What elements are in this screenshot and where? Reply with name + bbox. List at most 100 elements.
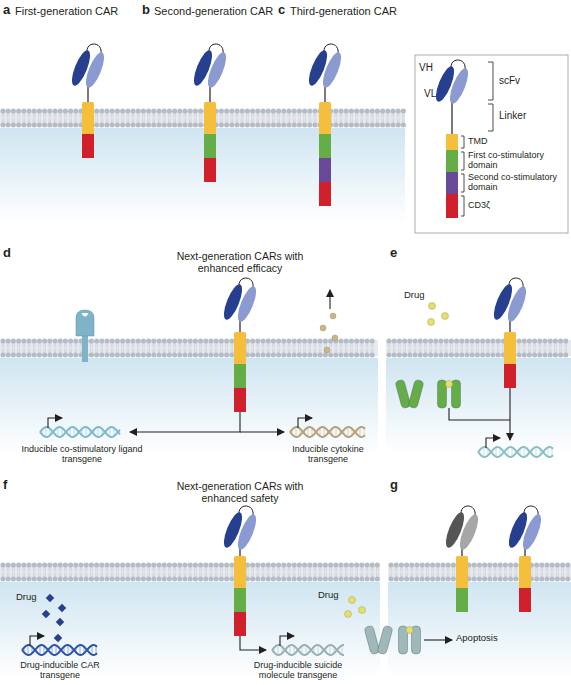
lipid-head bbox=[344, 577, 349, 582]
lipid-head bbox=[485, 353, 490, 358]
lipid-head bbox=[271, 339, 276, 344]
lipid-head bbox=[120, 339, 125, 344]
lipid-head bbox=[287, 109, 292, 114]
lipid-head bbox=[32, 123, 37, 128]
lipid-head bbox=[558, 353, 563, 358]
lipid-head bbox=[449, 353, 454, 358]
lipid-head bbox=[553, 353, 558, 358]
lipid-head bbox=[16, 109, 21, 114]
dna-strand bbox=[290, 427, 365, 437]
promoter-arrow bbox=[298, 418, 312, 428]
lipid-head bbox=[125, 109, 130, 114]
lipid-head bbox=[53, 563, 58, 568]
dna-transgene bbox=[478, 438, 553, 457]
lipid-head bbox=[487, 563, 492, 568]
bracket bbox=[488, 104, 493, 131]
lipid-head bbox=[271, 123, 276, 128]
dna-strand bbox=[478, 447, 553, 457]
lipid-head bbox=[261, 109, 266, 114]
lipid-head bbox=[141, 353, 146, 358]
lipid-head bbox=[271, 563, 276, 568]
transgene-label: Drug-inducible CAR transgene bbox=[5, 660, 115, 681]
lipid-head bbox=[344, 339, 349, 344]
lipid-tails bbox=[388, 343, 566, 353]
bracket bbox=[461, 152, 464, 170]
lipid-head bbox=[146, 339, 151, 344]
lipid-head bbox=[439, 339, 444, 344]
lipid-head bbox=[193, 577, 198, 582]
lipid-head bbox=[188, 109, 193, 114]
lipid-head bbox=[110, 577, 115, 582]
lipid-head bbox=[32, 353, 37, 358]
lipid-head bbox=[167, 123, 172, 128]
lipid-head bbox=[250, 577, 255, 582]
lipid-head bbox=[354, 577, 359, 582]
lipid-head bbox=[266, 123, 271, 128]
lipid-head bbox=[16, 353, 21, 358]
vl-domain bbox=[446, 66, 471, 106]
drug-label: Drug bbox=[16, 592, 37, 603]
lipid-head bbox=[68, 123, 73, 128]
lipid-head bbox=[375, 577, 380, 582]
lipid-head bbox=[11, 353, 16, 358]
lipid-head bbox=[482, 563, 487, 568]
lipid-head bbox=[425, 563, 430, 568]
lipid-head bbox=[37, 563, 42, 568]
domain-label: Linker bbox=[499, 110, 526, 122]
lipid-head bbox=[404, 563, 409, 568]
lipid-head bbox=[131, 563, 136, 568]
lipid-head bbox=[157, 123, 162, 128]
lipid-head bbox=[157, 577, 162, 582]
lipid-head bbox=[219, 563, 224, 568]
lipid-head bbox=[37, 339, 42, 344]
dna-transgene bbox=[272, 636, 344, 655]
lipid-head bbox=[255, 109, 260, 114]
lipid-head bbox=[370, 577, 375, 582]
lipid-head bbox=[193, 563, 198, 568]
domain-label: VH bbox=[419, 62, 433, 74]
lipid-head bbox=[94, 563, 99, 568]
artwork-layer bbox=[22, 44, 568, 655]
lipid-head bbox=[558, 339, 563, 344]
lipid-head bbox=[131, 109, 136, 114]
lipid-head bbox=[32, 563, 37, 568]
lipid-head bbox=[94, 353, 99, 358]
lipid-tails bbox=[390, 567, 568, 577]
lipid-head bbox=[307, 353, 312, 358]
lipid-head bbox=[433, 339, 438, 344]
lipid-head bbox=[131, 339, 136, 344]
lipid-head bbox=[21, 109, 26, 114]
lipid-head bbox=[6, 353, 11, 358]
lipid-head bbox=[229, 109, 234, 114]
lipid-head bbox=[449, 339, 454, 344]
lipid-head bbox=[162, 353, 167, 358]
lipid-head bbox=[151, 339, 156, 344]
lipid-head bbox=[261, 339, 266, 344]
lipid-head bbox=[534, 577, 539, 582]
arrow-line bbox=[130, 412, 240, 432]
signalling-domain bbox=[504, 364, 516, 388]
lipid-head bbox=[63, 577, 68, 582]
car-receptor bbox=[305, 44, 344, 206]
lipid-head bbox=[339, 563, 344, 568]
lipid-head bbox=[157, 339, 162, 344]
lipid-head bbox=[105, 577, 110, 582]
lipid-head bbox=[110, 563, 115, 568]
lipid-head bbox=[183, 577, 188, 582]
lipid-head bbox=[413, 353, 418, 358]
lipid-head bbox=[224, 123, 229, 128]
lipid-head bbox=[333, 123, 338, 128]
lipid-head bbox=[349, 563, 354, 568]
lipid-head bbox=[63, 563, 68, 568]
transgene-label: Drug-inducible suicide molecule transgen… bbox=[238, 660, 358, 681]
costimulatory-ligand bbox=[76, 310, 94, 362]
bracket bbox=[461, 136, 464, 148]
lipid-head bbox=[560, 577, 565, 582]
lipid-head bbox=[125, 563, 130, 568]
lipid-head bbox=[214, 339, 219, 344]
lipid-head bbox=[370, 109, 375, 114]
lipid-head bbox=[527, 339, 532, 344]
lipid-head bbox=[68, 353, 73, 358]
lipid-head bbox=[354, 123, 359, 128]
lipid-head bbox=[63, 123, 68, 128]
